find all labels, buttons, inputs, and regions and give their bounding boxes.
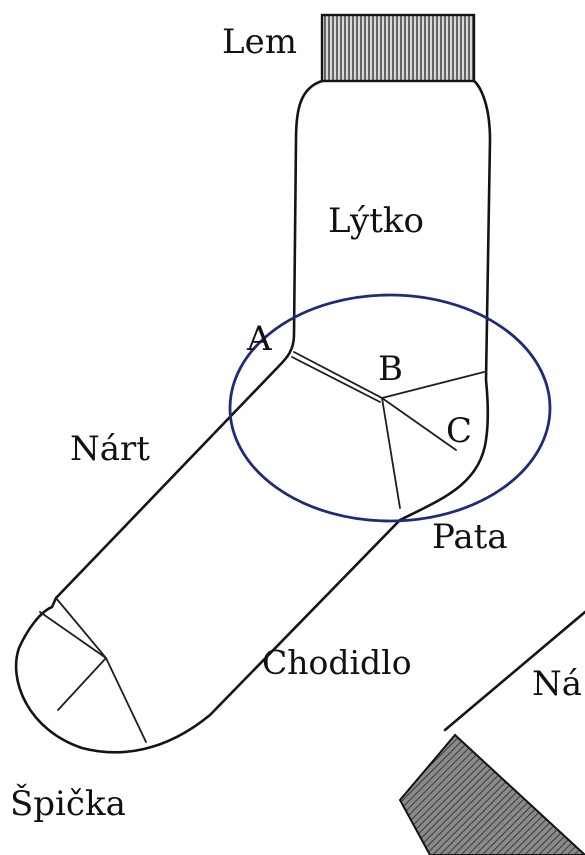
label-toe: Špička [10, 783, 126, 824]
heel-highlight-ellipse [228, 293, 552, 523]
sock-outline [14, 79, 492, 754]
toe-seam-edge [55, 597, 107, 659]
label-heel: Pata [432, 517, 508, 557]
heel-seam-a-b [293, 351, 383, 399]
label-point-a: A [246, 319, 272, 359]
heel-seam-a-b-2 [291, 356, 381, 403]
cuff-band [320, 13, 476, 83]
label-cut-off: Ná [532, 664, 582, 704]
second-sock-outline [443, 610, 585, 732]
heel-seam-b-pata [381, 397, 401, 509]
label-instep: Nárt [70, 429, 150, 469]
label-point-b: B [378, 349, 403, 389]
second-sock-cuff-hatch [398, 733, 585, 855]
label-leg: Lýtko [328, 201, 424, 241]
label-point-c: C [446, 411, 472, 451]
heel-seam-b-top [381, 371, 485, 399]
toe-seam-bottom [105, 657, 147, 743]
heel-seam-b-c [381, 397, 457, 451]
toe-seam-top [39, 611, 107, 659]
toe-seam-mid [57, 657, 107, 711]
label-cuff: Lem [222, 22, 297, 62]
label-sole: Chodidlo [262, 643, 412, 682]
